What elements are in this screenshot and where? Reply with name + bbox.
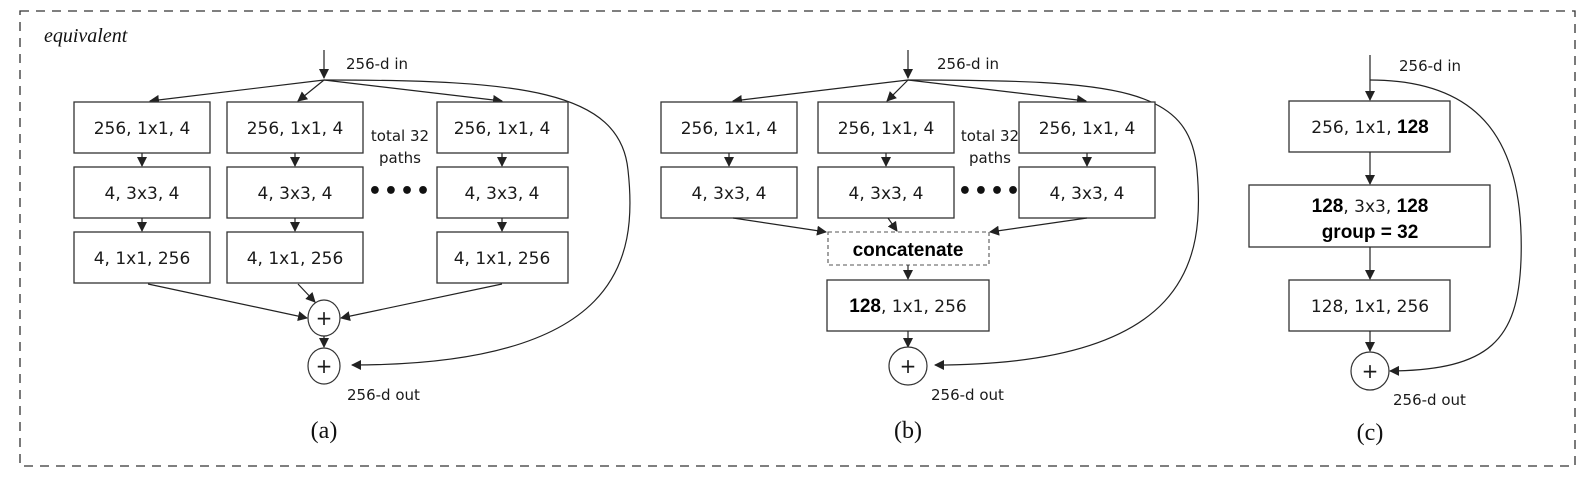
a-p32-layer-3-label: 4, 1x1, 256: [454, 249, 551, 269]
c-residual-add-symbol: +: [1362, 359, 1379, 383]
c-input-label: 256-d in: [1399, 57, 1461, 75]
c-grouped-conv-label-line-2: group = 32: [1322, 222, 1419, 243]
b-p32-layer-2-label: 4, 3x3, 4: [1050, 184, 1125, 204]
b-split-arrow-3: [907, 79, 1087, 105]
a-p32-layer-1: [436, 101, 569, 154]
b-path-1: 256, 1x1, 4 4, 3x3, 4: [660, 101, 798, 219]
panel-c: 256-d in 256, 1x1, 128 128, 3x3, 128 gro…: [1248, 55, 1522, 446]
b-caption: (b): [894, 418, 922, 444]
b-concat-arrow-1: [732, 217, 827, 236]
a-ellipsis: ••••: [368, 179, 432, 204]
c-skip-connection: [1369, 79, 1522, 376]
panel-b: 256-d in 256, 1x1, 4 4, 3x3, 4 256, 1x1,…: [660, 50, 1200, 444]
a-p1-layer-1-label: 256, 1x1, 4: [94, 119, 191, 139]
c-grouped-conv-label-line-1: 128, 3x3, 128: [1312, 196, 1429, 217]
b-path-32: 256, 1x1, 4 4, 3x3, 4: [1018, 101, 1156, 219]
a-merge-arrow-3: [340, 283, 503, 322]
a-paths-note-line-2: paths: [379, 149, 421, 167]
b-final-conv-label: 128, 1x1, 256: [849, 296, 966, 317]
a-split-arrow-2: [297, 79, 325, 102]
a-input-label: 256-d in: [346, 55, 408, 73]
a-p1-layer-1: [73, 101, 211, 154]
b-concatenate-box: [827, 231, 990, 266]
a-p32-layer-2: [436, 166, 569, 219]
a-output-label: 256-d out: [347, 386, 420, 404]
a-merge-arrow-2: [297, 283, 316, 303]
c-layer-3: [1288, 279, 1451, 332]
b-concat-arrow-3: [989, 217, 1088, 236]
c-layer-3-label: 128, 1x1, 256: [1311, 297, 1429, 317]
b-path-2: 256, 1x1, 4 4, 3x3, 4: [817, 101, 955, 219]
a-paths-note-line-1: total 32: [371, 127, 429, 145]
a-p2-layer-3-label: 4, 1x1, 256: [247, 249, 344, 269]
b-paths-note-line-2: paths: [969, 149, 1011, 167]
a-split-arrow-3: [323, 79, 503, 105]
a-p32-layer-1-label: 256, 1x1, 4: [454, 119, 551, 139]
a-p1-layer-3-label: 4, 1x1, 256: [94, 249, 191, 269]
a-p2-layer-2: [226, 166, 364, 219]
a-residual-add-node: [307, 347, 341, 385]
b-residual-add-symbol: +: [900, 354, 917, 378]
c-grouped-conv: [1248, 184, 1491, 248]
b-p2-layer-1-label: 256, 1x1, 4: [838, 119, 935, 139]
b-p2-layer-2: [817, 166, 955, 219]
c-layer-1-label: 256, 1x1, 128: [1311, 117, 1428, 138]
c-residual-add-node: [1350, 351, 1390, 391]
a-p32-layer-2-label: 4, 3x3, 4: [465, 184, 540, 204]
b-p2-layer-1: [817, 101, 955, 154]
b-skip-connection: [907, 79, 1200, 370]
b-p1-layer-2-label: 4, 3x3, 4: [692, 184, 767, 204]
b-p1-layer-2: [660, 166, 798, 219]
b-ellipsis: ••••: [958, 179, 1022, 204]
b-p1-layer-1-label: 256, 1x1, 4: [681, 119, 778, 139]
c-layer-1: [1288, 100, 1451, 153]
b-residual-add-node: [888, 346, 928, 386]
a-p1-layer-3: [73, 231, 211, 284]
b-paths-note-line-1: total 32: [961, 127, 1019, 145]
b-output-label: 256-d out: [931, 386, 1004, 404]
a-skip-connection: [323, 79, 631, 370]
a-merge-arrow-1: [147, 283, 308, 322]
a-p32-layer-3: [436, 231, 569, 284]
panel-a: 256-d in 256, 1x1, 4 4, 3x3, 4 4, 1x1, 2…: [73, 50, 631, 444]
a-residual-add-symbol: +: [316, 354, 333, 378]
a-p2-layer-1-label: 256, 1x1, 4: [247, 119, 344, 139]
b-input-label: 256-d in: [937, 55, 999, 73]
b-final-conv: [826, 279, 990, 332]
b-p2-layer-2-label: 4, 3x3, 4: [849, 184, 924, 204]
a-path-32: 256, 1x1, 4 4, 3x3, 4 4, 1x1, 256: [436, 101, 569, 284]
b-concatenate-label: concatenate: [853, 240, 964, 261]
a-p2-layer-3: [226, 231, 364, 284]
a-sum-symbol: +: [316, 306, 333, 330]
a-caption: (a): [311, 418, 338, 444]
c-caption: (c): [1357, 420, 1384, 446]
a-path-1: 256, 1x1, 4 4, 3x3, 4 4, 1x1, 256: [73, 101, 211, 284]
a-p2-layer-1: [226, 101, 364, 154]
c-output-label: 256-d out: [1393, 391, 1466, 409]
a-split-arrow-1: [149, 79, 325, 105]
b-p32-layer-1-label: 256, 1x1, 4: [1039, 119, 1136, 139]
equivalent-frame: [19, 10, 1576, 467]
a-path-2: 256, 1x1, 4 4, 3x3, 4 4, 1x1, 256: [226, 101, 364, 284]
b-p1-layer-1: [660, 101, 798, 154]
b-p32-layer-2: [1018, 166, 1156, 219]
b-split-arrow-1: [732, 79, 909, 105]
b-split-arrow-2: [886, 79, 909, 102]
b-p32-layer-1: [1018, 101, 1156, 154]
equivalent-label: equivalent: [44, 25, 128, 47]
a-p1-layer-2-label: 4, 3x3, 4: [105, 184, 180, 204]
b-concat-arrow-2: [887, 217, 898, 232]
a-p2-layer-2-label: 4, 3x3, 4: [258, 184, 333, 204]
